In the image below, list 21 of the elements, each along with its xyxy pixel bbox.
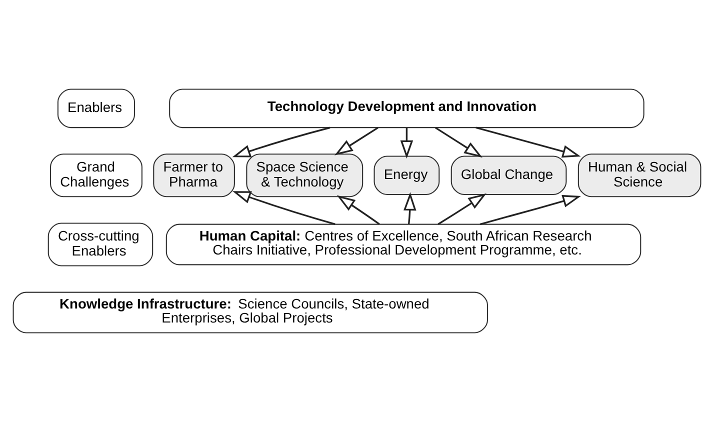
arrow <box>232 126 330 158</box>
arrow <box>400 128 413 159</box>
node-box: Space Science & Technology <box>246 154 363 198</box>
node-box: Grand Challenges <box>49 154 142 198</box>
node-box: Human Capital: Centres of Excellence, South African Research Chairs Initiative, Professional Development Programme, etc. <box>165 224 641 266</box>
node-box: Energy <box>373 156 440 196</box>
arrow <box>434 126 482 158</box>
arrow <box>475 126 580 158</box>
node-box: Farmer to Pharma <box>152 154 234 198</box>
arrow <box>402 192 416 224</box>
node-box: Human & Social Science <box>577 154 701 198</box>
node-box: Technology Development and Innovation <box>168 88 644 128</box>
arrow <box>334 126 378 156</box>
arrow <box>232 191 335 226</box>
node-box: Knowledge Infrastructure: Science Councils, State-owned Enterprises, Global Projects <box>12 292 488 334</box>
node-box: Cross-cutting Enablers <box>47 222 153 266</box>
arrow <box>336 195 380 225</box>
node-box: Enablers <box>56 88 135 128</box>
node-box: Global Change <box>450 156 566 196</box>
arrow <box>437 193 486 225</box>
arrow <box>479 194 580 226</box>
